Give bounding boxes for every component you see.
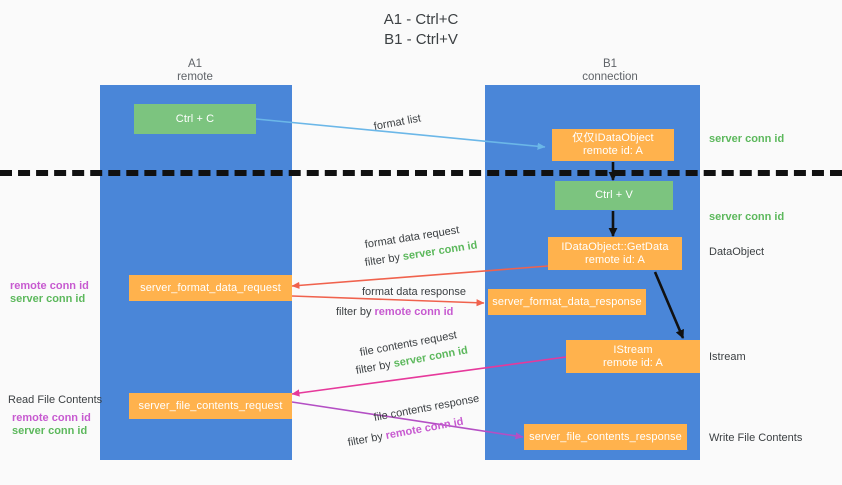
- node-server-file-contents-response[interactable]: server_file_contents_response: [524, 424, 687, 450]
- filter-key-remote-conn-id: remote conn id: [374, 306, 454, 318]
- node-ctrl-v[interactable]: Ctrl + V: [555, 181, 673, 210]
- node-server-format-data-request-label: server_format_data_request: [140, 281, 281, 294]
- edge-label-format-data-response: format data response: [362, 286, 466, 298]
- left-label-server-conn-id-1: server conn id: [10, 293, 86, 305]
- node-getdata-line1: IDataObject::GetData: [561, 240, 669, 253]
- lane-header-a1: A1 remote: [177, 58, 213, 83]
- node-istream-line1: IStream: [613, 343, 653, 356]
- node-getdata-line2: remote id: A: [585, 253, 645, 266]
- edge-label-format-list: format list: [372, 112, 422, 133]
- left-label-read-file-contents: Read File Contents: [8, 394, 103, 406]
- node-ctrl-c[interactable]: Ctrl + C: [134, 104, 256, 134]
- left-label-remote-conn-id-2: remote conn id: [12, 412, 91, 424]
- edge-label-format-data-response-filter: filter by remote conn id: [336, 305, 453, 320]
- right-label-server-conn-id-mid: server conn id: [709, 211, 785, 223]
- node-server-file-contents-response-label: server_file_contents_response: [529, 430, 682, 443]
- filter-prefix: filter by: [363, 251, 404, 269]
- node-server-file-contents-request-label: server_file_contents_request: [138, 399, 283, 412]
- left-label-server-conn-id-2: server conn id: [12, 425, 88, 437]
- node-idataobject-getdata[interactable]: IDataObject::GetData remote id: A: [548, 237, 682, 270]
- filter-prefix: filter by: [346, 430, 387, 449]
- node-istream[interactable]: IStream remote id: A: [566, 340, 700, 373]
- node-idataobject-line2: remote id: A: [583, 145, 643, 157]
- node-istream-line2: remote id: A: [603, 356, 663, 369]
- node-server-file-contents-request[interactable]: server_file_contents_request: [129, 393, 292, 419]
- divider-dashed-line: [0, 170, 842, 176]
- right-label-dataobject: DataObject: [709, 246, 765, 258]
- right-label-write-file-contents: Write File Contents: [709, 432, 803, 444]
- right-label-server-conn-id-top: server conn id: [709, 133, 785, 145]
- left-label-remote-conn-id-1: remote conn id: [10, 280, 89, 292]
- node-server-format-data-response[interactable]: server_format_data_response: [488, 289, 646, 315]
- node-server-format-data-response-label: server_format_data_response: [492, 295, 642, 308]
- node-idataobject-line1: 仅仅IDataObject: [572, 132, 654, 144]
- filter-prefix: filter by: [336, 306, 375, 318]
- node-idataobject[interactable]: 仅仅IDataObject remote id: A: [552, 129, 674, 161]
- right-label-istream: Istream: [709, 351, 746, 363]
- node-ctrl-c-label: Ctrl + C: [175, 112, 215, 125]
- node-ctrl-v-label: Ctrl + V: [595, 189, 633, 201]
- node-server-format-data-request[interactable]: server_format_data_request: [129, 275, 292, 301]
- page-title: A1 - Ctrl+C B1 - Ctrl+V: [383, 11, 459, 48]
- lane-header-b1: B1 connection: [582, 58, 638, 83]
